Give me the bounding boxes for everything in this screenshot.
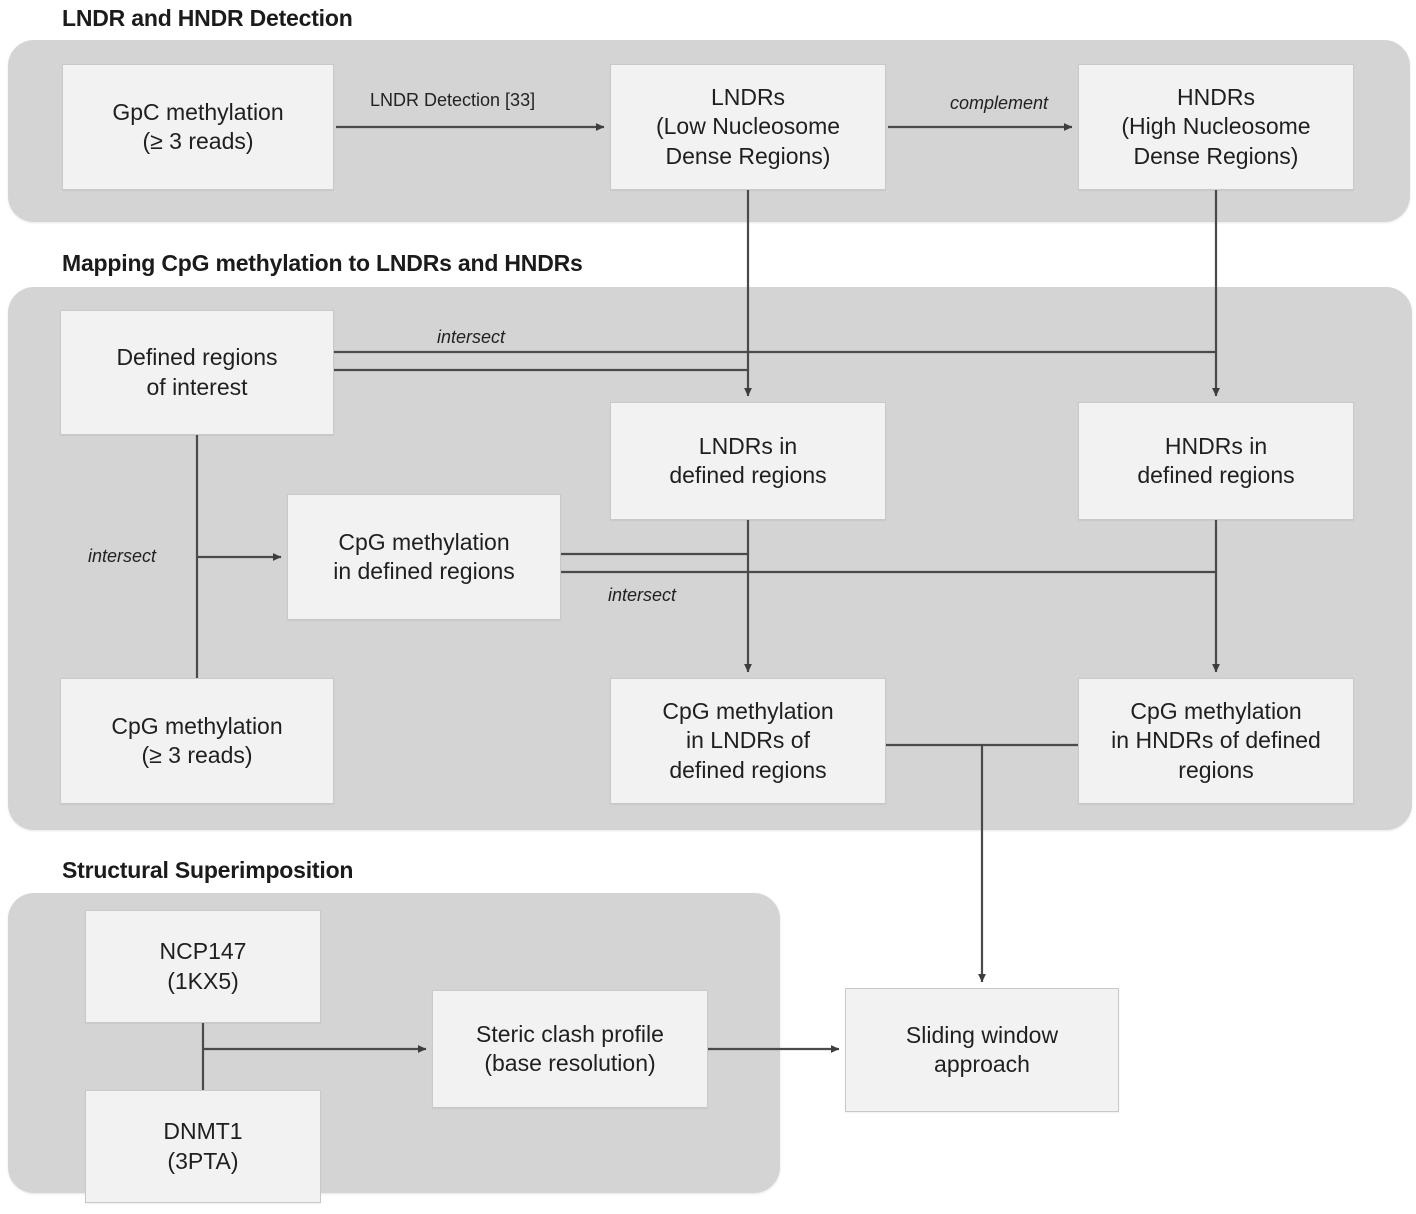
- section-title-detection: LNDR and HNDR Detection: [62, 5, 353, 31]
- node-cpg-methylation-reads: CpG methylation (≥ 3 reads): [60, 678, 334, 804]
- node-lndrs-line2: (Low Nucleosome: [655, 113, 841, 140]
- node-lndrs-in-defined-line2: defined regions: [669, 462, 827, 488]
- node-gpc-methylation-line2: (≥ 3 reads): [142, 128, 254, 154]
- node-hndrs-in-defined-regions: HNDRs in defined regions: [1078, 402, 1354, 520]
- node-dnmt1: DNMT1 (3PTA): [85, 1090, 321, 1203]
- node-lndrs-line1: LNDRs: [710, 83, 786, 110]
- node-hndrs-line1: HNDRs: [1177, 83, 1255, 110]
- node-hndrs-in-defined-line1: HNDRs in: [1164, 432, 1268, 459]
- edge-label-intersect-left: intersect: [88, 546, 157, 566]
- edge-label-lndr-detection: LNDR Detection [33]: [370, 90, 536, 110]
- edge-label-intersect-mid: intersect: [608, 585, 677, 605]
- node-cpg-in-hndrs-of-defined-regions: CpG methylation in HNDRs of defined regi…: [1078, 678, 1354, 804]
- section-title-mapping: Mapping CpG methylation to LNDRs and HND…: [62, 250, 583, 276]
- node-cpg-in-lndrs-line1: CpG methylation: [662, 697, 834, 724]
- edge-label-intersect-top: intersect: [437, 327, 506, 347]
- node-ncp147-line1: NCP147: [159, 938, 247, 965]
- node-lndrs: LNDRs (Low Nucleosome Dense Regions): [610, 64, 886, 190]
- edge-label-complement: complement: [950, 93, 1049, 113]
- section-title-structural: Structural Superimposition: [62, 857, 354, 883]
- node-hndrs-line2: (High Nucleosome: [1121, 113, 1311, 140]
- node-dnmt1-line1: DNMT1: [163, 1118, 243, 1145]
- node-cpg-methylation-in-defined-regions: CpG methylation in defined regions: [287, 494, 561, 620]
- node-defined-regions-line1: Defined regions: [116, 344, 278, 371]
- node-lndrs-line3: Dense Regions): [665, 142, 831, 169]
- node-lndrs-in-defined-line1: LNDRs in: [698, 432, 798, 459]
- node-cpg-in-hndrs-line1: CpG methylation: [1130, 697, 1302, 724]
- node-lndrs-in-defined-regions: LNDRs in defined regions: [610, 402, 886, 520]
- node-sliding-window-approach: Sliding window approach: [845, 988, 1119, 1112]
- node-defined-regions-of-interest: Defined regions of interest: [60, 310, 334, 435]
- node-steric-clash-line1: Steric clash profile: [476, 1020, 664, 1047]
- node-gpc-methylation-line1: GpC methylation: [112, 98, 284, 125]
- node-steric-clash-profile: Steric clash profile (base resolution): [432, 990, 708, 1108]
- node-cpg-in-hndrs-line3: regions: [1178, 756, 1254, 783]
- node-cpg-in-defined-line1: CpG methylation: [338, 528, 510, 555]
- node-hndrs-line3: Dense Regions): [1133, 142, 1299, 169]
- node-ncp147: NCP147 (1KX5): [85, 910, 321, 1023]
- node-cpg-in-lndrs-line2: in LNDRs of: [686, 727, 810, 754]
- node-steric-clash-line2: (base resolution): [484, 1050, 656, 1076]
- node-cpg-in-hndrs-line2: in HNDRs of defined: [1111, 727, 1321, 754]
- node-cpg-in-defined-line2: in defined regions: [333, 558, 515, 584]
- node-defined-regions-line2: of interest: [146, 373, 248, 400]
- node-hndrs: HNDRs (High Nucleosome Dense Regions): [1078, 64, 1354, 190]
- node-cpg-in-lndrs-of-defined-regions: CpG methylation in LNDRs of defined regi…: [610, 678, 886, 804]
- node-dnmt1-line2: (3PTA): [167, 1147, 239, 1174]
- node-hndrs-in-defined-line2: defined regions: [1137, 462, 1295, 488]
- node-cpg-in-lndrs-line3: defined regions: [669, 756, 827, 783]
- node-cpg-methylation-line2: (≥ 3 reads): [141, 742, 253, 768]
- node-ncp147-line2: (1KX5): [167, 967, 239, 994]
- node-sliding-window-line2: approach: [934, 1051, 1030, 1077]
- node-sliding-window-line1: Sliding window: [905, 1021, 1059, 1048]
- node-cpg-methylation-line1: CpG methylation: [111, 712, 283, 739]
- node-gpc-methylation: GpC methylation (≥ 3 reads): [62, 64, 334, 190]
